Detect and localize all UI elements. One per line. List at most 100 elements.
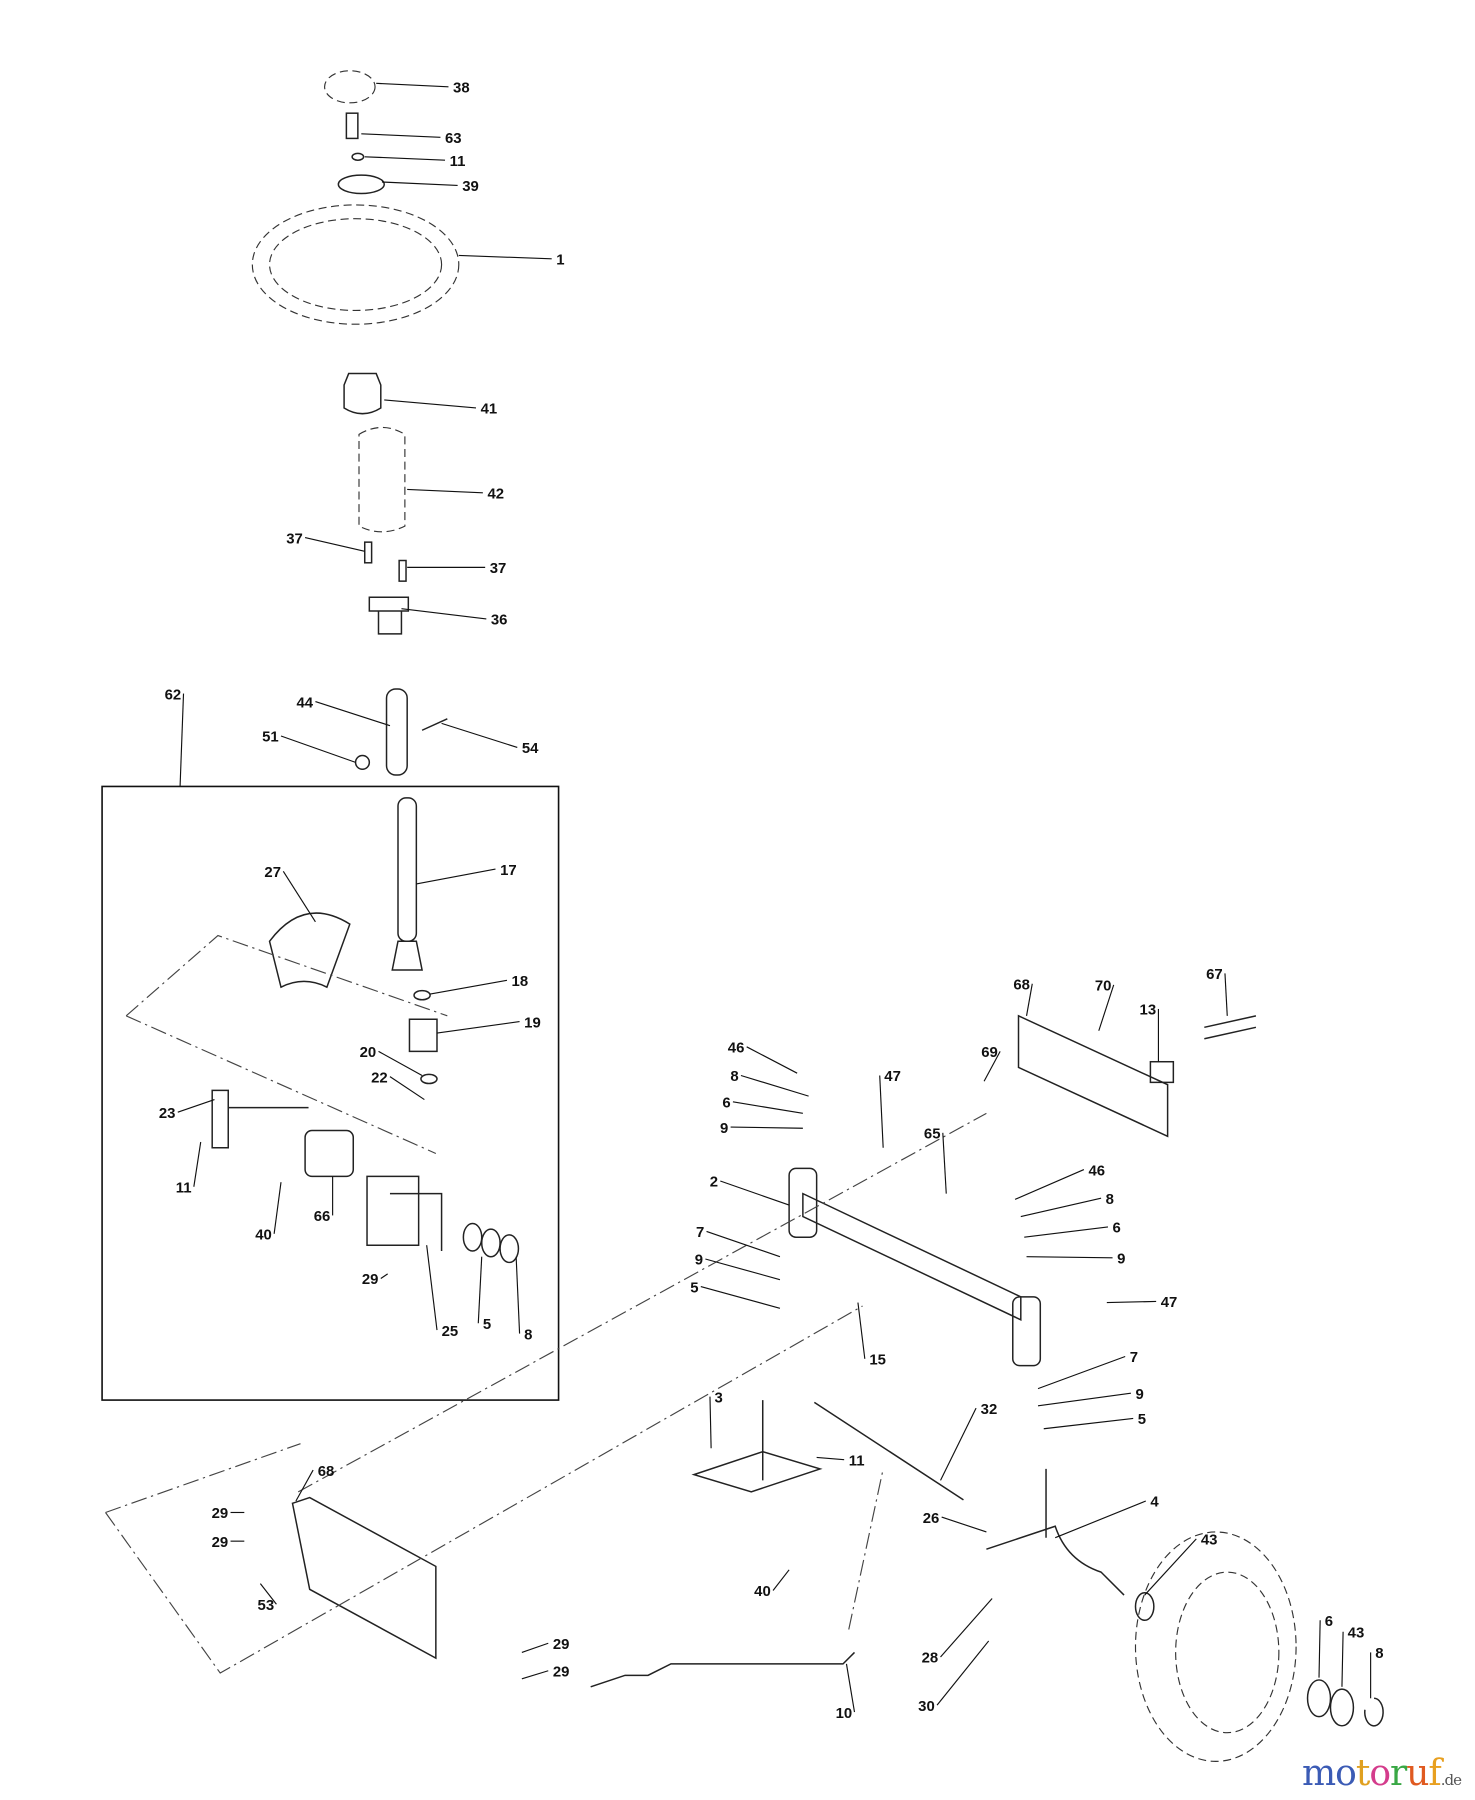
part-number-callout: 7: [696, 1225, 704, 1241]
part-number-callout: 8: [524, 1327, 532, 1343]
axle-spindle-tube-right: [1012, 1296, 1042, 1367]
screw: [363, 541, 373, 564]
bolt-54: [421, 718, 448, 731]
washer-43: [1134, 1592, 1155, 1622]
part-number-callout: 63: [445, 131, 462, 147]
leader-line: [282, 871, 316, 923]
bolt-67: [1204, 1015, 1257, 1040]
leader-line: [732, 1101, 803, 1114]
washer-5c: [499, 1234, 520, 1264]
leader-line: [816, 1456, 845, 1461]
part-number-callout: 47: [1161, 1295, 1178, 1311]
washer-18: [413, 989, 431, 1001]
washer-20: [420, 1073, 438, 1085]
spacer: [304, 1129, 355, 1178]
watermark-letter: t: [1355, 1753, 1371, 1794]
part-number-callout: 29: [553, 1637, 570, 1653]
part-number-callout: 29: [362, 1272, 379, 1288]
axle-bracket-right: [1017, 1014, 1169, 1138]
leader-line: [378, 1050, 423, 1076]
steering-arm: [211, 1089, 309, 1149]
spindle-left: [691, 1400, 823, 1493]
leader-line: [879, 1075, 884, 1148]
tire: [1134, 1531, 1297, 1762]
leader-line: [983, 1051, 1001, 1082]
tie-rod: [813, 1401, 964, 1501]
leader-line: [705, 1258, 781, 1281]
part-number-callout: 37: [490, 561, 507, 577]
part-number-callout: 47: [884, 1069, 901, 1085]
leader-line: [1054, 1500, 1147, 1539]
leader-line: [407, 488, 483, 494]
leader-line: [1043, 1417, 1134, 1430]
steering-cap: [324, 70, 376, 104]
part-number-callout: 68: [1013, 977, 1030, 993]
leader-line: [1026, 1256, 1113, 1259]
leader-line: [720, 1180, 790, 1206]
part-number-callout: 1: [556, 253, 564, 269]
part-number-callout: 68: [318, 1464, 335, 1480]
axle-bracket-left: [291, 1496, 437, 1660]
watermark-letter: f: [1428, 1753, 1441, 1794]
part-number-callout: 39: [462, 179, 479, 195]
part-number-callout: 9: [1135, 1387, 1143, 1403]
leader-line: [416, 868, 496, 885]
leader-line: [315, 701, 391, 727]
leader-line: [380, 1273, 388, 1279]
leader-line: [389, 1076, 425, 1101]
axle-spindle-tube-left: [788, 1167, 818, 1238]
drag-link: [590, 1651, 856, 1688]
leader-line: [1144, 1538, 1197, 1596]
part-number-callout: 18: [512, 974, 529, 990]
steering-wheel-inner: [268, 218, 443, 312]
part-number-callout: 32: [981, 1402, 998, 1418]
leader-line: [1020, 1197, 1102, 1218]
part-number-callout: 53: [258, 1598, 275, 1614]
leader-line: [436, 1021, 520, 1034]
part-number-callout: 66: [314, 1209, 331, 1225]
leader-line: [709, 1396, 712, 1449]
part-number-callout: 67: [1206, 967, 1223, 983]
part-number-callout: 40: [754, 1584, 771, 1600]
part-number-callout: 29: [212, 1535, 229, 1551]
leader-line: [857, 1302, 866, 1359]
leader-line: [1037, 1355, 1126, 1390]
watermark: motoruf.de: [1302, 1753, 1462, 1794]
steering-shaft-17: [397, 797, 418, 943]
part-number-callout: 54: [522, 741, 539, 757]
washer-43b: [1329, 1688, 1355, 1727]
leader-line: [940, 1598, 993, 1658]
watermark-letter: o: [1335, 1753, 1357, 1794]
part-number-callout: 11: [176, 1180, 192, 1196]
leader-line: [1098, 984, 1115, 1031]
bushing-flange: [368, 596, 410, 635]
part-number-callout: 43: [1348, 1626, 1365, 1642]
tire-rim: [1175, 1571, 1280, 1734]
part-number-callout: 69: [981, 1045, 998, 1061]
bellows: [358, 426, 406, 533]
leader-line: [458, 254, 552, 260]
leader-line: [936, 1640, 990, 1706]
part-number-callout: 3: [715, 1390, 723, 1406]
leader-line: [730, 1126, 803, 1129]
leader-line: [1037, 1392, 1131, 1407]
part-number-callout: 7: [1130, 1350, 1138, 1366]
pinion: [391, 940, 423, 971]
watermark-text: motoruf: [1302, 1753, 1442, 1794]
leader-line: [259, 1583, 277, 1605]
leader-line: [381, 181, 458, 187]
leader-line: [295, 1469, 314, 1502]
leader-line: [1024, 1226, 1109, 1238]
part-number-callout: 51: [262, 730, 279, 746]
watermark-letter: u: [1406, 1753, 1429, 1794]
part-number-callout: 9: [695, 1253, 703, 1269]
leader-line: [1025, 983, 1033, 1016]
front-axle: [802, 1192, 1022, 1321]
part-number-callout: 30: [918, 1699, 935, 1715]
part-number-callout: 5: [483, 1317, 491, 1333]
part-number-callout: 13: [1140, 1003, 1157, 1019]
leader-line: [361, 133, 441, 138]
part-number-callout: 4: [1150, 1495, 1159, 1511]
